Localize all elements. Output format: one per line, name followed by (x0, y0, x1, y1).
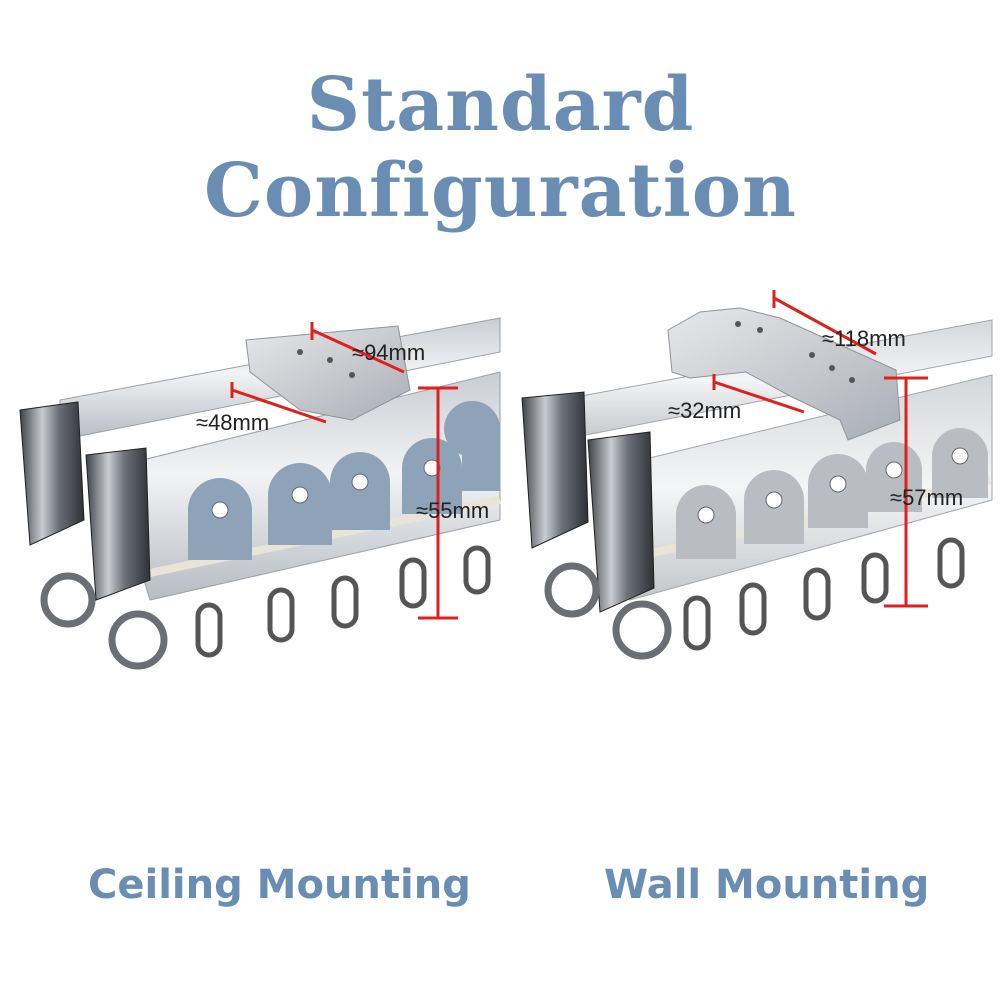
runner (803, 454, 868, 621)
height-label: ≈57mm (890, 485, 963, 510)
track-width-label: ≈32mm (668, 398, 741, 423)
runner (267, 463, 332, 643)
bracket-length-label: ≈118mm (822, 326, 906, 351)
bracket-length-label: ≈94mm (352, 340, 425, 365)
runner (861, 442, 922, 604)
runner (676, 485, 736, 651)
wall-mount-track: ≈118mm ≈32mm ≈57mm (521, 290, 993, 660)
track-width-label: ≈48mm (196, 410, 269, 435)
dimension-lines (230, 322, 458, 620)
runner (932, 428, 988, 589)
runner (330, 452, 390, 629)
ceiling-mount-track: ≈94mm ≈48mm ≈55mm (19, 317, 501, 670)
runner (739, 470, 804, 636)
dimension-lines (712, 290, 928, 608)
runner (399, 438, 462, 609)
page-title: Standard Configuration (204, 62, 797, 234)
runner (188, 478, 252, 658)
wall-mounting-caption: Wall Mounting (604, 862, 930, 908)
ceiling-mounting-caption: Ceiling Mounting (88, 862, 471, 908)
height-label: ≈55mm (416, 498, 489, 523)
runner (444, 400, 501, 595)
